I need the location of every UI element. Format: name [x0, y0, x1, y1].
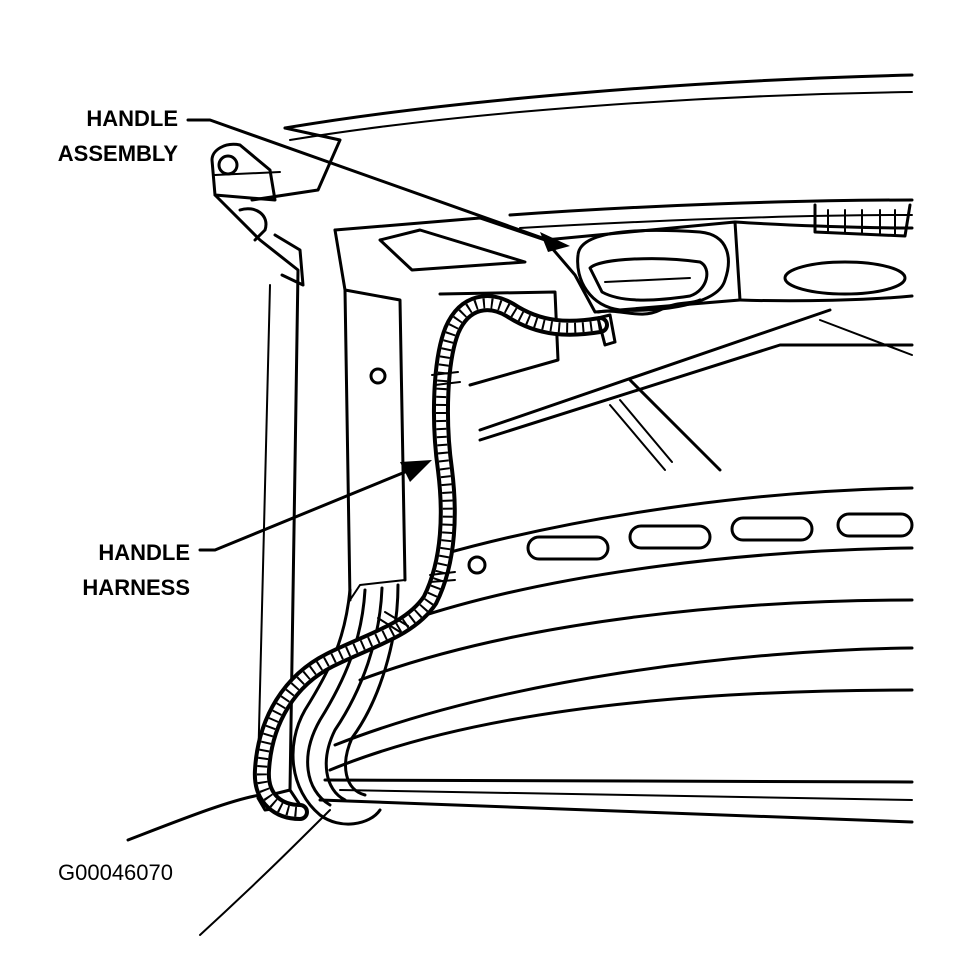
handle-harness	[252, 294, 702, 821]
handle-harness-label: HANDLE HARNESS	[82, 540, 190, 600]
handle-assembly-label: HANDLE ASSEMBLY	[57, 106, 178, 166]
figure-id: G00046070	[58, 860, 173, 885]
lid-outer-skin	[283, 73, 914, 229]
lower-frame-arch	[318, 486, 914, 824]
lid-reinforcement-ribs	[478, 308, 914, 472]
handle-assembly	[543, 203, 914, 314]
leader-lines	[186, 118, 570, 552]
lid-side-panel	[210, 126, 342, 792]
